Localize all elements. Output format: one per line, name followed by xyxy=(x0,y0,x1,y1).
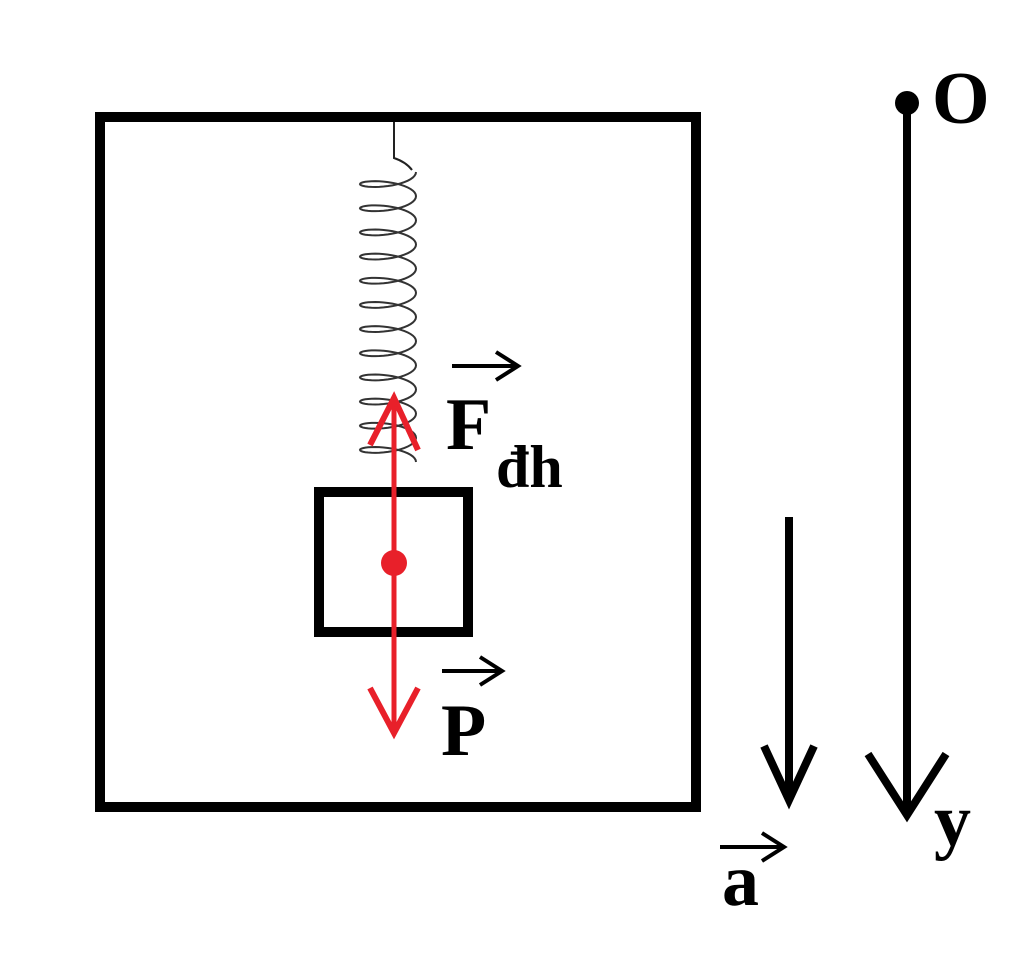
acceleration-label: a xyxy=(720,831,788,922)
spring-force-subscript: đh xyxy=(496,434,563,500)
force-vectors xyxy=(367,391,421,740)
y-axis-arrowhead xyxy=(864,751,950,823)
center-of-mass-dot xyxy=(381,550,407,576)
acceleration-arrow xyxy=(760,517,818,810)
weight-label: P xyxy=(441,655,506,772)
spring-force-symbol: F xyxy=(446,384,491,466)
origin-label: O xyxy=(932,58,990,140)
spring-force-label: F đh xyxy=(446,350,563,500)
axis-label: y xyxy=(934,780,971,862)
spring-force-arrowhead xyxy=(367,391,421,452)
spring xyxy=(358,122,418,463)
cabin-frame xyxy=(95,112,701,812)
weight-arrowhead xyxy=(367,686,421,740)
weight-symbol: P xyxy=(441,690,486,772)
acceleration-symbol: a xyxy=(722,840,759,922)
y-axis: O y xyxy=(864,58,990,862)
